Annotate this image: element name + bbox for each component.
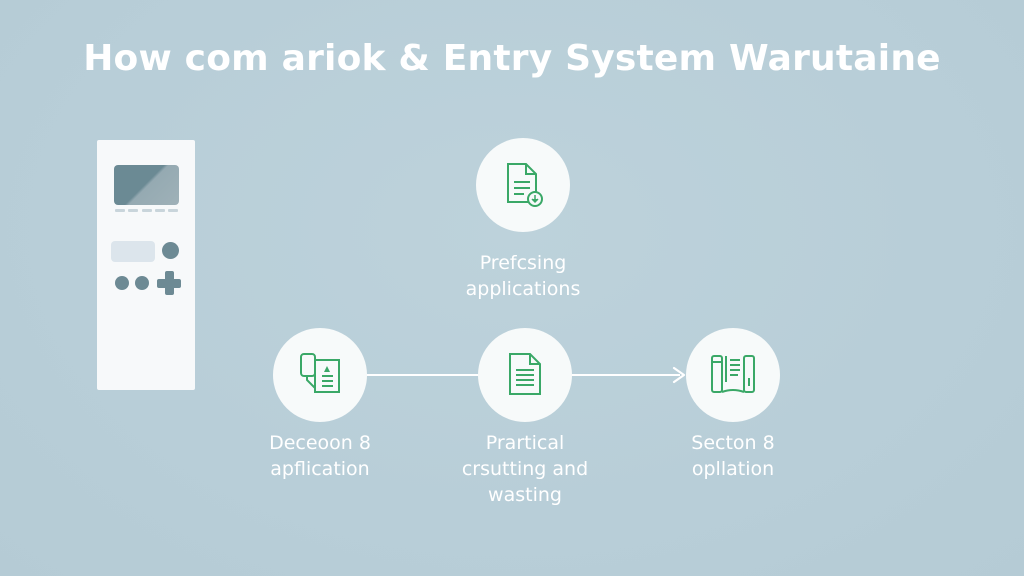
node-center — [478, 328, 572, 422]
open-book-icon — [711, 355, 755, 393]
connector-left-center — [366, 374, 478, 376]
arrow-right-icon — [672, 366, 686, 384]
document-download-icon — [507, 163, 543, 207]
connector-center-right — [572, 374, 680, 376]
node-top-label: Prefcsing applications — [465, 252, 581, 300]
device-screen — [114, 165, 179, 205]
device-indicator-dashes — [115, 209, 178, 212]
node-top — [476, 138, 570, 232]
device-button-a — [115, 276, 129, 290]
diagram-title: How com ariok & Entry System Warutaine — [83, 38, 941, 79]
device-round-button — [162, 242, 179, 259]
node-left — [273, 328, 367, 422]
device-dpad-icon — [165, 271, 174, 295]
node-right — [686, 328, 780, 422]
node-center-label: Prartical crsutting and wasting — [461, 432, 589, 506]
device-display-pill — [111, 241, 155, 262]
device-document-icon — [300, 353, 340, 393]
device-button-b — [135, 276, 149, 290]
node-left-label: Deceoon 8 apflication — [269, 432, 371, 480]
node-right-label: Secton 8 opllation — [691, 432, 775, 480]
handheld-device-icon — [97, 140, 195, 390]
document-icon — [509, 353, 541, 395]
